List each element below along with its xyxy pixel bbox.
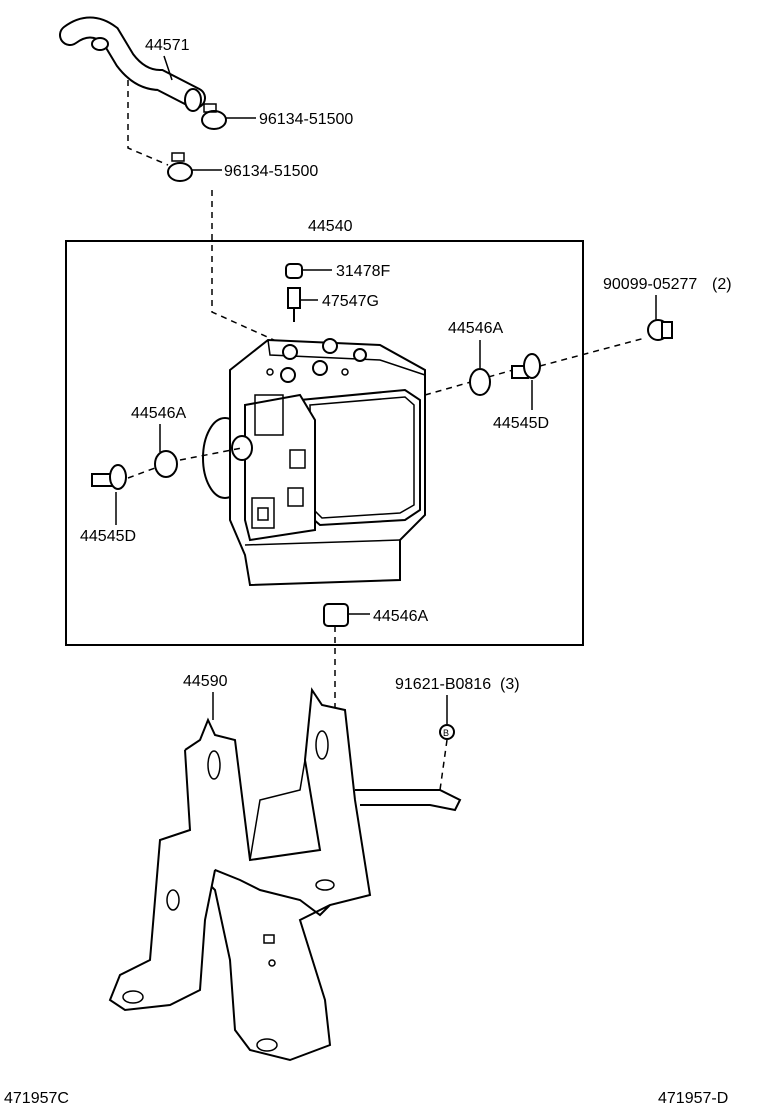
label-clamp-lower: 96134-51500	[224, 163, 318, 180]
bleeder-plug-drawing	[287, 287, 301, 322]
label-actuator-assy: 44540	[308, 218, 353, 235]
nut-drawing	[647, 319, 673, 341]
dashed-route-hose	[127, 80, 169, 166]
cushion-left-drawing	[154, 450, 178, 478]
stud-right-drawing	[511, 353, 541, 379]
clamp-upper-drawing	[201, 103, 227, 130]
actuator-drawing	[202, 338, 426, 587]
label-nut-qty: (2)	[712, 276, 732, 293]
dashed-route-bolt	[439, 739, 448, 791]
footer-left-code: 471957C	[4, 1090, 69, 1107]
label-bolt: 91621-B0816	[395, 676, 491, 693]
label-stud-left: 44545D	[80, 528, 136, 545]
label-bolt-qty: (3)	[500, 676, 520, 693]
label-bleeder-plug: 47547G	[322, 293, 379, 310]
label-cushion-left: 44546A	[131, 405, 186, 422]
label-hose: 44571	[145, 37, 190, 54]
dashed-route-left	[127, 447, 243, 479]
clamp-lower-drawing	[167, 152, 193, 182]
label-nut: 90099-05277	[603, 276, 697, 293]
dashed-route-port	[211, 190, 286, 346]
cap-drawing	[285, 263, 303, 279]
label-cushion-right: 44546A	[448, 320, 503, 337]
cushion-right-drawing	[469, 368, 491, 396]
cushion-bottom-drawing	[323, 603, 349, 627]
label-cushion-bottom: 44546A	[373, 608, 428, 625]
leader-hose	[163, 55, 173, 81]
assembly-boundary-box	[65, 240, 584, 646]
label-clamp-upper: 96134-51500	[259, 111, 353, 128]
bolt-marker-letter: B	[443, 728, 449, 738]
stud-left-drawing	[91, 464, 127, 490]
bolt-marker-circle	[439, 724, 455, 740]
label-bracket: 44590	[183, 673, 228, 690]
footer-right-code: 471957-D	[658, 1090, 728, 1107]
label-stud-right: 44545D	[493, 415, 549, 432]
label-cap: 31478F	[336, 263, 390, 280]
hose-drawing	[59, 16, 206, 112]
bracket-drawing	[108, 687, 462, 1062]
